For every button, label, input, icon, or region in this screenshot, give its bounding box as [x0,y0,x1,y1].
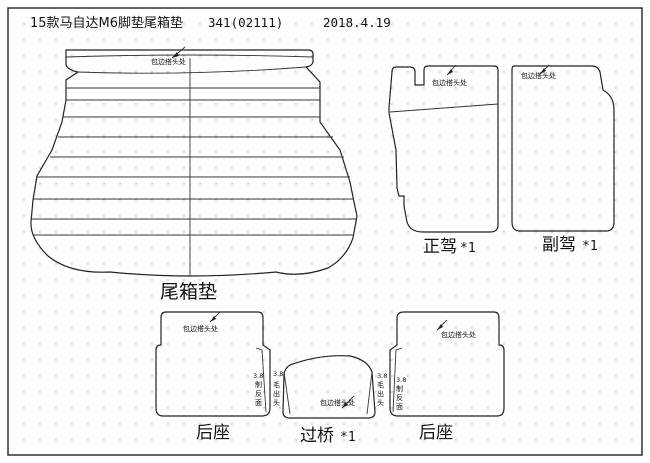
rear-right-label: 后座 [419,423,453,443]
header-date: 2018.4.19 [323,15,391,30]
rear-right-inner-edge [392,347,403,413]
rear-left-inner-edge [255,347,267,413]
trunk-mat-outline [30,49,358,277]
passenger-label: 副驾 [542,235,576,255]
bridge-hair-left-2: 出 [273,389,280,398]
header-title: 15款马自达M6脚垫尾箱垫 [30,15,183,31]
driver-seam [389,103,499,113]
rear-right-reverse-3: 面 [396,403,403,411]
rear-left-edge-note: 包边搭头处 [183,324,218,333]
header-code: 341(02111) [208,15,283,30]
page-frame [7,7,643,456]
driver-mat: 包边搭头处 [388,64,499,233]
rear-left-reverse-2: 反 [255,389,262,398]
trunk-edge-note: 包边搭头处 [151,57,186,66]
bridge-hair-right-1: 毛 [377,380,384,389]
passenger-arrow-head-icon [540,68,546,74]
rear-right-reverse-1: 制 [396,384,403,393]
rear-right-arrow-head-icon [437,324,443,330]
rear-right-reverse-2: 反 [396,393,403,402]
bridge-hair-left-1: 毛 [273,380,280,389]
bridge-hair-right-3: 头 [377,398,384,407]
passenger-mat-outline [511,65,615,232]
bridge-hair-left-3: 头 [273,398,280,407]
bridge-label: 过桥 [300,426,334,446]
bridge-hair-right-2: 出 [377,389,384,398]
rear-left-mat: 包边搭头处 3.8 制 反 面 [155,311,271,417]
bridge-right-seam [366,371,373,415]
rear-right-mat: 包边搭头处 3.8 制 反 面 [389,311,505,417]
rear-left-size-note: 3.8 [253,372,263,380]
bridge-edge-note: 包边搭头处 [320,398,355,407]
bridge-arrow-head-icon [342,402,348,408]
passenger-qty: *1 [582,239,598,254]
rear-left-reverse-1: 制 [255,380,262,389]
trunk-line-1 [77,66,307,74]
bridge-mat: 包边搭头处 3.8 毛 出 头 3.8 毛 出 头 [273,355,387,419]
rear-right-size-note: 3.8 [396,376,406,384]
bridge-size-note-left: 3.8 [273,370,283,378]
bridge-size-note-right: 3.8 [377,372,387,380]
rear-left-reverse-3: 面 [255,399,262,407]
driver-edge-note: 包边搭头处 [432,78,467,87]
passenger-edge-note: 包边搭头处 [521,71,556,80]
driver-qty: *1 [460,241,476,256]
bridge-left-seam [283,371,291,415]
trunk-arrow-head-icon [172,52,179,58]
passenger-mat: 包边搭头处 [511,64,615,232]
rear-left-label: 后座 [196,423,230,443]
driver-label: 正驾 [423,237,457,257]
rear-left-mat-outline [155,311,271,417]
bridge-qty: *1 [340,430,356,445]
rear-left-arrow-head-icon [210,316,216,322]
driver-arrow-head-icon [447,69,453,75]
driver-mat-outline [388,65,499,233]
rear-right-mat-outline [389,311,505,417]
trunk-label: 尾箱垫 [160,281,217,303]
rear-right-edge-note: 包边搭头处 [441,330,476,339]
trunk-mat: 包边搭头处 [30,46,358,277]
trunk-tab-line [65,54,314,58]
